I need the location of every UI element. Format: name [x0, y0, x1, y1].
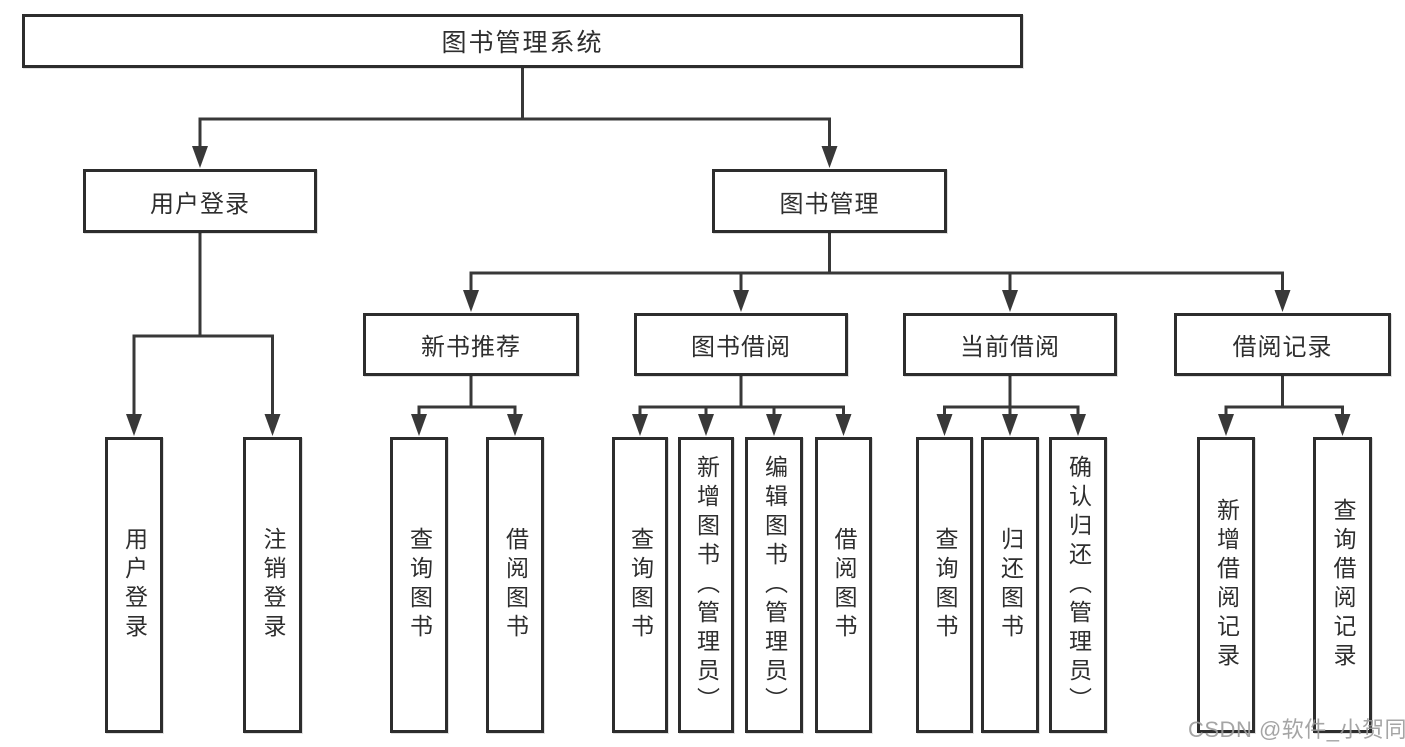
node-logout: 注销登录: [243, 437, 302, 733]
node-label: 编辑图书（管理员）: [761, 454, 788, 716]
node-new-book-rec: 新书推荐: [363, 313, 579, 376]
node-rec-borrow: 借阅图书: [486, 437, 544, 733]
node-borrow-records: 借阅记录: [1174, 313, 1391, 376]
node-br-query: 查询借阅记录: [1313, 437, 1372, 733]
node-label: 确认归还（管理员）: [1065, 454, 1092, 716]
node-label: 查询图书: [406, 527, 433, 643]
node-label: 新书推荐: [421, 334, 521, 361]
node-label: 当前借阅: [960, 334, 1060, 361]
node-root: 图书管理系统: [22, 14, 1023, 68]
node-bb-edit: 编辑图书（管理员）: [745, 437, 803, 733]
node-cb-query: 查询图书: [916, 437, 973, 733]
node-label: 图书管理系统: [441, 29, 604, 57]
node-label: 归还图书: [997, 527, 1024, 643]
node-book-borrow: 图书借阅: [634, 313, 848, 376]
node-br-add: 新增借阅记录: [1197, 437, 1255, 733]
node-login: 用户登录: [105, 437, 163, 733]
node-label: 图书管理: [779, 190, 880, 218]
node-label: 借阅记录: [1232, 334, 1333, 361]
node-bb-add: 新增图书（管理员）: [678, 437, 734, 733]
node-label: 新增图书（管理员）: [693, 454, 720, 716]
node-label: 图书借阅: [691, 334, 791, 361]
node-label: 借阅图书: [502, 527, 529, 643]
node-label: 查询图书: [627, 527, 654, 643]
node-user-login: 用户登录: [83, 169, 317, 233]
node-bb-query: 查询图书: [612, 437, 668, 733]
node-label: 注销登录: [260, 527, 286, 643]
node-label: 用户登录: [121, 527, 148, 643]
node-cb-confirm: 确认归还（管理员）: [1049, 437, 1107, 733]
watermark: CSDN @软件_小贺同学: [1188, 717, 1405, 742]
node-bb-borrow: 借阅图书: [815, 437, 872, 733]
node-label: 用户登录: [150, 190, 250, 218]
node-current-borrow: 当前借阅: [903, 313, 1117, 376]
node-label: 借阅图书: [831, 527, 857, 643]
node-label: 新增借阅记录: [1213, 498, 1240, 672]
node-cb-return: 归还图书: [981, 437, 1039, 733]
node-label: 查询图书: [932, 527, 958, 643]
node-rec-query: 查询图书: [390, 437, 448, 733]
node-label: 查询借阅记录: [1330, 498, 1356, 672]
node-book-mgmt: 图书管理: [712, 169, 947, 233]
